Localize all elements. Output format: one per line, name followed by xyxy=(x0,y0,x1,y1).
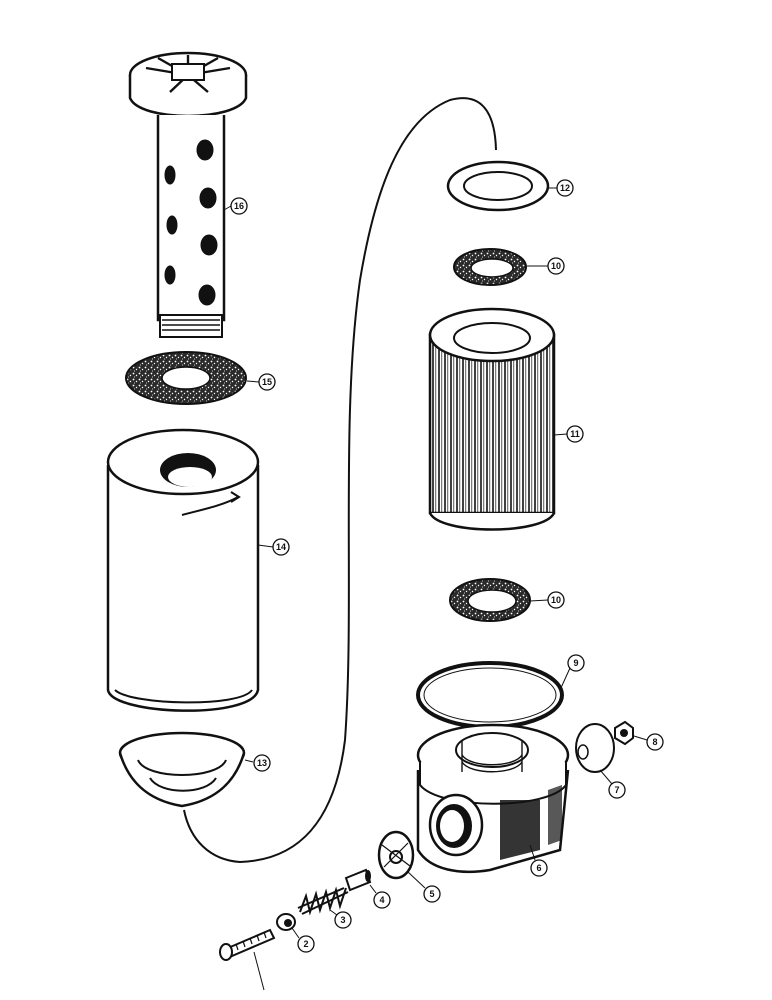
callout-10-upper: 10 xyxy=(547,257,565,275)
callout-11-label: 11 xyxy=(570,429,580,439)
callout-2: 2 xyxy=(297,935,315,953)
callout-6-label: 6 xyxy=(536,863,541,873)
callout-2-label: 2 xyxy=(303,939,308,949)
part-9-o-ring xyxy=(416,661,564,729)
callout-5: 5 xyxy=(423,885,441,903)
callout-3: 3 xyxy=(334,911,352,929)
part-10-seal-upper xyxy=(453,248,527,286)
callout-5-label: 5 xyxy=(429,889,434,899)
part-3-spring xyxy=(297,886,349,916)
callout-4-label: 4 xyxy=(379,895,384,905)
callout-15-label: 15 xyxy=(262,377,272,387)
callout-9: 9 xyxy=(567,654,585,672)
part-10-seal-lower xyxy=(449,578,531,622)
callout-13: 13 xyxy=(253,754,271,772)
callout-10-upper-label: 10 xyxy=(551,261,561,271)
part-8-nut xyxy=(614,720,634,746)
callout-14: 14 xyxy=(272,538,290,556)
callout-6: 6 xyxy=(530,859,548,877)
callout-7: 7 xyxy=(608,781,626,799)
part-13-gasket-cup xyxy=(118,731,246,808)
part-7-disc-cover xyxy=(575,723,615,773)
callout-16: 16 xyxy=(230,197,248,215)
callout-14-label: 14 xyxy=(276,542,286,552)
callout-13-label: 13 xyxy=(257,758,267,768)
part-2-collar xyxy=(276,913,296,931)
callout-16-label: 16 xyxy=(234,201,244,211)
part-14-filter-canister xyxy=(106,428,260,712)
callout-15: 15 xyxy=(258,373,276,391)
callout-3-label: 3 xyxy=(340,915,345,925)
part-4-pin xyxy=(344,868,372,892)
callout-4: 4 xyxy=(373,891,391,909)
callout-10-lower-label: 10 xyxy=(551,595,561,605)
part-16-standpipe xyxy=(128,51,248,338)
callout-7-label: 7 xyxy=(614,785,619,795)
callout-12: 12 xyxy=(556,179,574,197)
assembly-lead-line xyxy=(183,97,497,864)
leader-lines xyxy=(223,187,648,939)
part-6-filter-head xyxy=(416,723,570,874)
part-12-washer xyxy=(446,160,550,212)
callout-8: 8 xyxy=(646,733,664,751)
callout-12-label: 12 xyxy=(560,183,570,193)
callout-8-label: 8 xyxy=(652,737,657,747)
callout-11: 11 xyxy=(566,425,584,443)
callout-10-lower: 10 xyxy=(547,591,565,609)
callout-9-label: 9 xyxy=(573,658,578,668)
part-bolt xyxy=(219,928,276,991)
part-11-filter-element xyxy=(428,307,556,531)
part-15-felt-gasket xyxy=(125,351,247,405)
part-5-plate xyxy=(377,830,415,880)
